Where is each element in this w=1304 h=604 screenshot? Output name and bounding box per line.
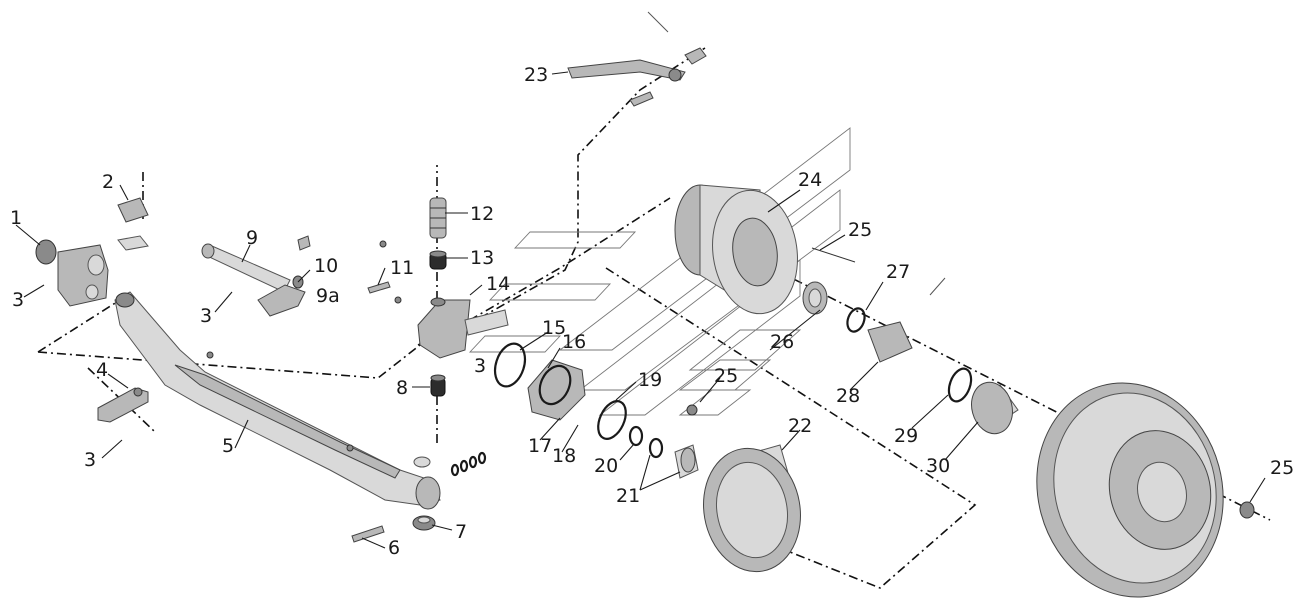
callout-14: 14 <box>486 273 510 295</box>
part-12-cylinder <box>429 197 447 239</box>
callout-26: 26 <box>770 331 794 353</box>
callout-11: 11 <box>390 257 414 279</box>
leader-lines <box>15 71 1266 549</box>
callout-5: 5 <box>222 435 234 457</box>
callout-27: 27 <box>886 261 910 283</box>
part-30-hub-cap <box>971 381 1019 435</box>
callout-9a: 9a <box>316 285 340 307</box>
callout-2: 2 <box>102 171 114 193</box>
callout-29: 29 <box>894 425 918 447</box>
callout-25-right: 25 <box>1270 457 1294 479</box>
part-27-ring <box>846 307 866 333</box>
part-25-stud <box>686 247 1255 519</box>
callout-18: 18 <box>552 445 576 467</box>
part-14-knuckle <box>417 297 509 359</box>
callout-20: 20 <box>594 455 618 477</box>
part-6-pin <box>351 525 385 543</box>
part-4-bracket <box>97 387 149 423</box>
callout-13: 13 <box>470 247 494 269</box>
callout-3-mid: 3 <box>200 305 212 327</box>
callout-21: 21 <box>616 485 640 507</box>
part-16-brake-plate <box>527 359 586 421</box>
part-13-bushing <box>429 250 447 270</box>
part-2-plate <box>117 197 149 251</box>
callout-7: 7 <box>455 521 467 543</box>
part-19-ring <box>597 400 627 440</box>
callout-3-bottom: 3 <box>84 449 96 471</box>
part-9-shaft <box>201 243 291 293</box>
callout-23: 23 <box>524 64 548 86</box>
part-29-ring <box>947 367 973 403</box>
small-washers <box>413 451 487 477</box>
callout-12: 12 <box>470 203 494 225</box>
part-22-brake-drum <box>703 444 801 573</box>
part-23-steering-arm <box>567 11 707 107</box>
callout-28: 28 <box>836 385 860 407</box>
part-1-bracket <box>35 239 109 307</box>
callout-9: 9 <box>246 227 258 249</box>
part-5-axle-beam <box>114 291 441 510</box>
part-8-bushing <box>430 374 446 397</box>
callout-15: 15 <box>542 317 566 339</box>
callout-6: 6 <box>388 537 400 559</box>
callout-17: 17 <box>528 435 552 457</box>
callout-16: 16 <box>562 331 586 353</box>
part-26-bearing <box>802 281 828 315</box>
guide-boxes <box>468 127 851 416</box>
callout-3-right: 3 <box>474 355 486 377</box>
callout-8: 8 <box>396 377 408 399</box>
part-20-ring <box>628 425 644 447</box>
callout-22: 22 <box>788 415 812 437</box>
part-24-hub <box>674 184 798 315</box>
part-15-seal-ring <box>493 342 527 388</box>
part-7-bushing <box>412 515 436 531</box>
callout-19: 19 <box>638 369 662 391</box>
part-21-bearing <box>648 437 699 479</box>
callout-24: 24 <box>798 169 822 191</box>
callouts: 1 2 3 3 3 3 4 5 6 7 8 9 9a 10 11 12 13 1… <box>10 64 1294 559</box>
wheel-rim <box>1036 382 1224 598</box>
callout-25-mid: 25 <box>714 365 738 387</box>
callout-30: 30 <box>926 455 950 477</box>
callout-3-left: 3 <box>12 289 24 311</box>
callout-10: 10 <box>314 255 338 277</box>
callout-25-top: 25 <box>848 219 872 241</box>
part-28-nut <box>867 277 946 363</box>
callout-1: 1 <box>10 207 22 229</box>
callout-4: 4 <box>96 359 108 381</box>
part-11-bolts <box>367 240 402 304</box>
